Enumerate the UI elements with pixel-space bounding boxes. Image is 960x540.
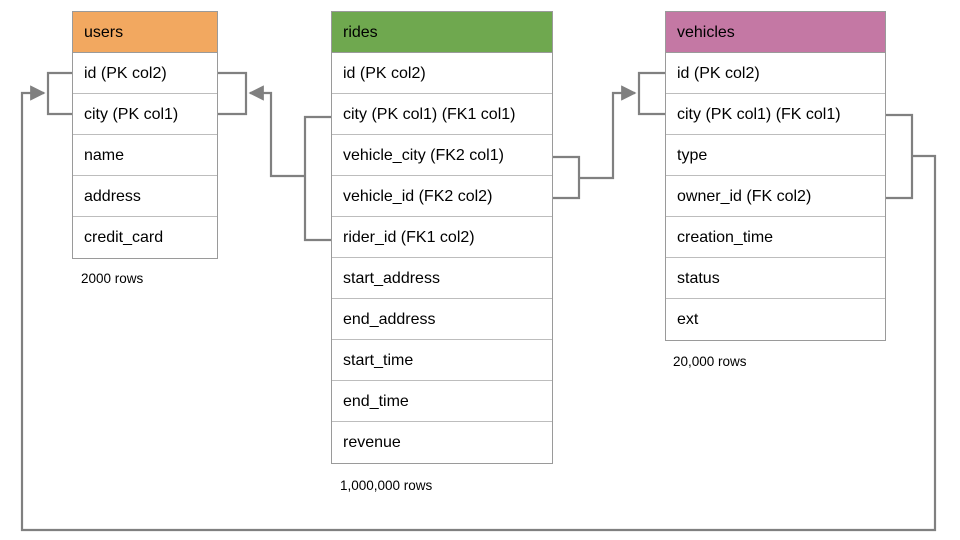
table-vehicles-column-status[interactable]: status	[666, 258, 885, 299]
connector-rides-to-users	[248, 85, 305, 178]
table-vehicles-column-id[interactable]: id (PK col2)	[666, 53, 885, 94]
table-vehicles-column-creation-time[interactable]: creation_time	[666, 217, 885, 258]
table-users[interactable]: users id (PK col2) city (PK col1) name a…	[72, 11, 218, 259]
table-rides-column-city[interactable]: city (PK col1) (FK1 col1)	[332, 94, 552, 135]
connector-users-left-bracket	[46, 71, 72, 116]
table-rides-column-id[interactable]: id (PK col2)	[332, 53, 552, 94]
table-vehicles-column-type[interactable]: type	[666, 135, 885, 176]
table-users-rows-label: 2000 rows	[81, 271, 144, 286]
table-vehicles-column-city[interactable]: city (PK col1) (FK col1)	[666, 94, 885, 135]
connector-rides-to-vehicles	[579, 85, 637, 180]
table-rides-column-rider-id[interactable]: rider_id (FK1 col2)	[332, 217, 552, 258]
table-rides-title: rides	[332, 12, 552, 53]
table-users-column-city[interactable]: city (PK col1)	[73, 94, 217, 135]
table-vehicles-rows-label: 20,000 rows	[673, 354, 747, 369]
table-rides-column-start-address[interactable]: start_address	[332, 258, 552, 299]
connector-users-right-bracket	[218, 71, 248, 116]
table-rides-column-start-time[interactable]: start_time	[332, 340, 552, 381]
connector-vehicles-right-bracket	[886, 113, 914, 200]
table-rides-column-revenue[interactable]: revenue	[343, 434, 401, 451]
table-users-column-address[interactable]: address	[73, 176, 217, 217]
table-rides-column-vehicle-id[interactable]: vehicle_id (FK2 col2)	[332, 176, 552, 217]
table-rides-rows-label: 1,000,000 rows	[340, 478, 433, 493]
table-vehicles-title: vehicles	[666, 12, 885, 53]
connector-vehicles-left-bracket	[637, 71, 665, 116]
table-users-column-credit-card[interactable]: credit_card	[84, 229, 164, 246]
table-rides[interactable]: rides id (PK col2) city (PK col1) (FK1 c…	[331, 11, 553, 464]
table-rides-column-vehicle-city[interactable]: vehicle_city (FK2 col1)	[332, 135, 552, 176]
table-vehicles-column-ext[interactable]: ext	[677, 311, 699, 328]
table-vehicles[interactable]: vehicles id (PK col2) city (PK col1) (FK…	[665, 11, 886, 341]
connector-rides-right-bracket	[553, 155, 581, 200]
table-users-column-id[interactable]: id (PK col2)	[73, 53, 217, 94]
table-vehicles-column-owner-id[interactable]: owner_id (FK col2)	[666, 176, 885, 217]
table-users-column-name[interactable]: name	[73, 135, 217, 176]
table-users-title: users	[73, 12, 217, 53]
connector-rides-left-bracket	[303, 115, 331, 242]
table-rides-column-end-address[interactable]: end_address	[332, 299, 552, 340]
table-rides-column-end-time[interactable]: end_time	[332, 381, 552, 422]
